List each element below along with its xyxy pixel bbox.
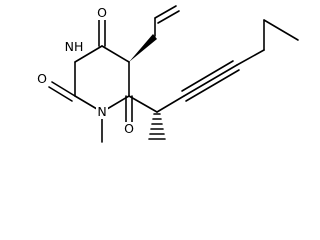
atom-label-n-methyl: N (97, 104, 106, 119)
bond-triple-c (185, 69, 240, 102)
bond-ethyl-3 (263, 19, 299, 41)
hashed-bond-methyl (148, 113, 166, 140)
atom-label-nh: NH (65, 39, 84, 54)
carbonyl-bonds (48, 19, 133, 123)
atom-label-o-left: O (37, 71, 47, 86)
bond-n3-c4 (74, 45, 103, 63)
bond-c2-o-b (48, 86, 73, 102)
bond-ethyl-1 (236, 49, 265, 66)
bond-ch-alkyne (156, 95, 185, 113)
atom-label-o-top: O (97, 5, 107, 20)
allyl-group (129, 5, 180, 62)
bond-c2-o-a (51, 81, 76, 97)
pentynyl-group (128, 19, 299, 140)
bond-c5-ch (128, 95, 158, 113)
bond-allyl-vinyl-b (157, 10, 180, 24)
bond-allyl-vinyl-a (154, 5, 177, 19)
bond-triple-b (181, 60, 234, 92)
atom-label-o-bottom: O (124, 121, 134, 136)
bond-c4-c5 (101, 45, 130, 63)
molecule-diagram: O NH O N O (36, 5, 299, 143)
wedge-bond-allyl (129, 34, 157, 62)
atom-labels: O NH O N O (36, 5, 135, 136)
pyrimidine-ring (74, 45, 130, 113)
bond-triple-a (183, 64, 238, 97)
